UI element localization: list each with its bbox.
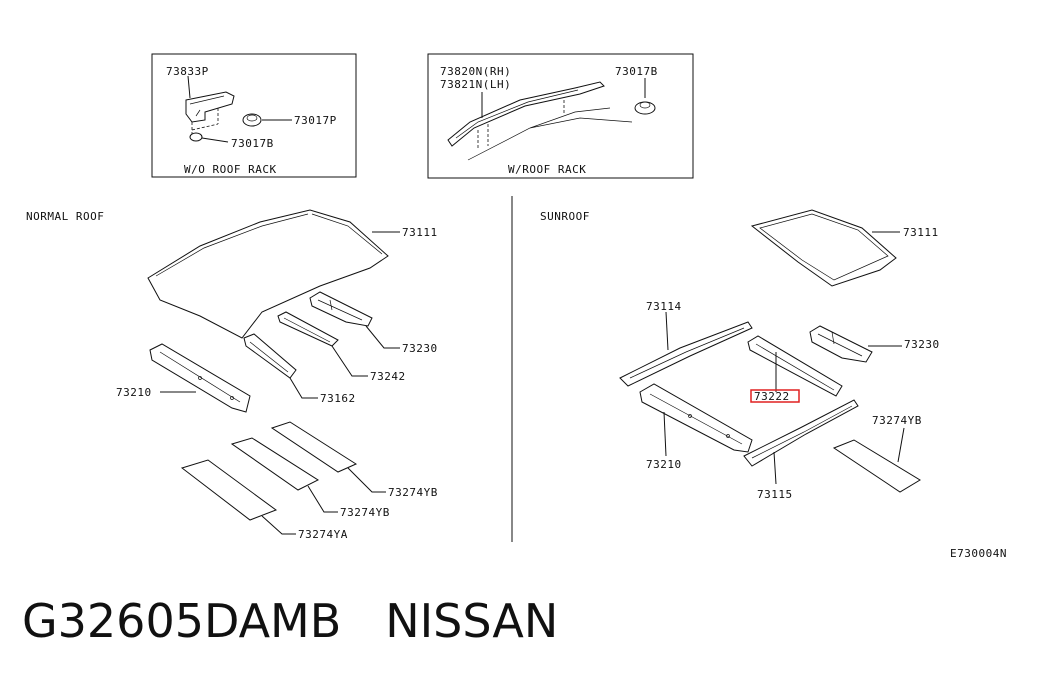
label-73230: 73230	[402, 342, 438, 355]
footer-part-number: G32605DAMB	[22, 594, 342, 648]
inset-caption: W/ROOF RACK	[508, 163, 586, 176]
sunroof-pad-73274yb	[832, 439, 921, 493]
inset-without-roof-rack: 73833P 73017P 73017B W/O ROOF RACK	[151, 53, 357, 178]
label-73274ya: 73274YA	[298, 528, 348, 541]
bracket-shape	[185, 91, 235, 123]
highlight-box-73222	[750, 389, 800, 403]
label-73222: 73222	[754, 390, 790, 403]
label-73114: 73114	[646, 300, 682, 313]
sunroof-front-rail-73210	[639, 383, 753, 453]
roof-rail	[447, 81, 605, 147]
inset-frame	[427, 53, 694, 179]
sunroof-section: SUNROOF 73111 73114 73230 73222 73210	[540, 209, 940, 501]
grommet-73017p	[242, 113, 262, 127]
label-sunroof-73210: 73210	[646, 458, 682, 471]
side-rail-73114	[619, 321, 753, 387]
inset-with-roof-rack: 73820N(RH) 73821N(LH) 73017B W/ROOF RACK	[427, 53, 694, 179]
inset-caption: W/O ROOF RACK	[184, 163, 277, 176]
label-73274yb-1: 73274YB	[388, 486, 438, 499]
normal-roof-section: NORMAL ROOF 73111 73230 73242 73162 7321…	[26, 209, 438, 541]
clip-73017b	[189, 132, 203, 142]
pad-73274yb-lower	[230, 437, 320, 491]
footer-brand: NISSAN	[385, 594, 559, 648]
label-73210: 73210	[116, 386, 152, 399]
roof-bow-73242	[277, 311, 339, 347]
diagram-code: E730004N	[950, 547, 1007, 560]
label-73833p: 73833P	[166, 65, 209, 78]
label-73820n: 73820N(RH)	[440, 65, 511, 78]
label-73242: 73242	[370, 370, 406, 383]
label-73111: 73111	[402, 226, 438, 239]
section-title-normal-roof: NORMAL ROOF	[26, 210, 104, 223]
section-title-sunroof: SUNROOF	[540, 210, 590, 223]
inset-frame	[151, 53, 357, 178]
rear-rail-73115	[743, 399, 859, 467]
label-73017p: 73017P	[294, 114, 337, 127]
label-73017b: 73017B	[231, 137, 274, 150]
sunroof-panel-73111	[750, 209, 897, 287]
label-73115: 73115	[757, 488, 793, 501]
label-73017b: 73017B	[615, 65, 658, 78]
label-sunroof-73274yb: 73274YB	[872, 414, 922, 427]
sunroof-bow-73230	[809, 325, 873, 363]
pad-73274ya	[180, 459, 278, 521]
footer-caption: G32605DAMB NISSAN	[22, 598, 558, 644]
roof-bow-73230	[309, 291, 373, 327]
label-73821n: 73821N(LH)	[440, 78, 511, 91]
label-73162: 73162	[320, 392, 356, 405]
pad-73274yb-upper	[270, 421, 358, 473]
rear-rail-73162	[243, 333, 297, 379]
label-sunroof-73230: 73230	[904, 338, 940, 351]
label-73274yb-2: 73274YB	[340, 506, 390, 519]
front-rail-73210	[149, 343, 251, 413]
label-sunroof-73111: 73111	[903, 226, 939, 239]
roof-panel-73111	[147, 209, 389, 339]
